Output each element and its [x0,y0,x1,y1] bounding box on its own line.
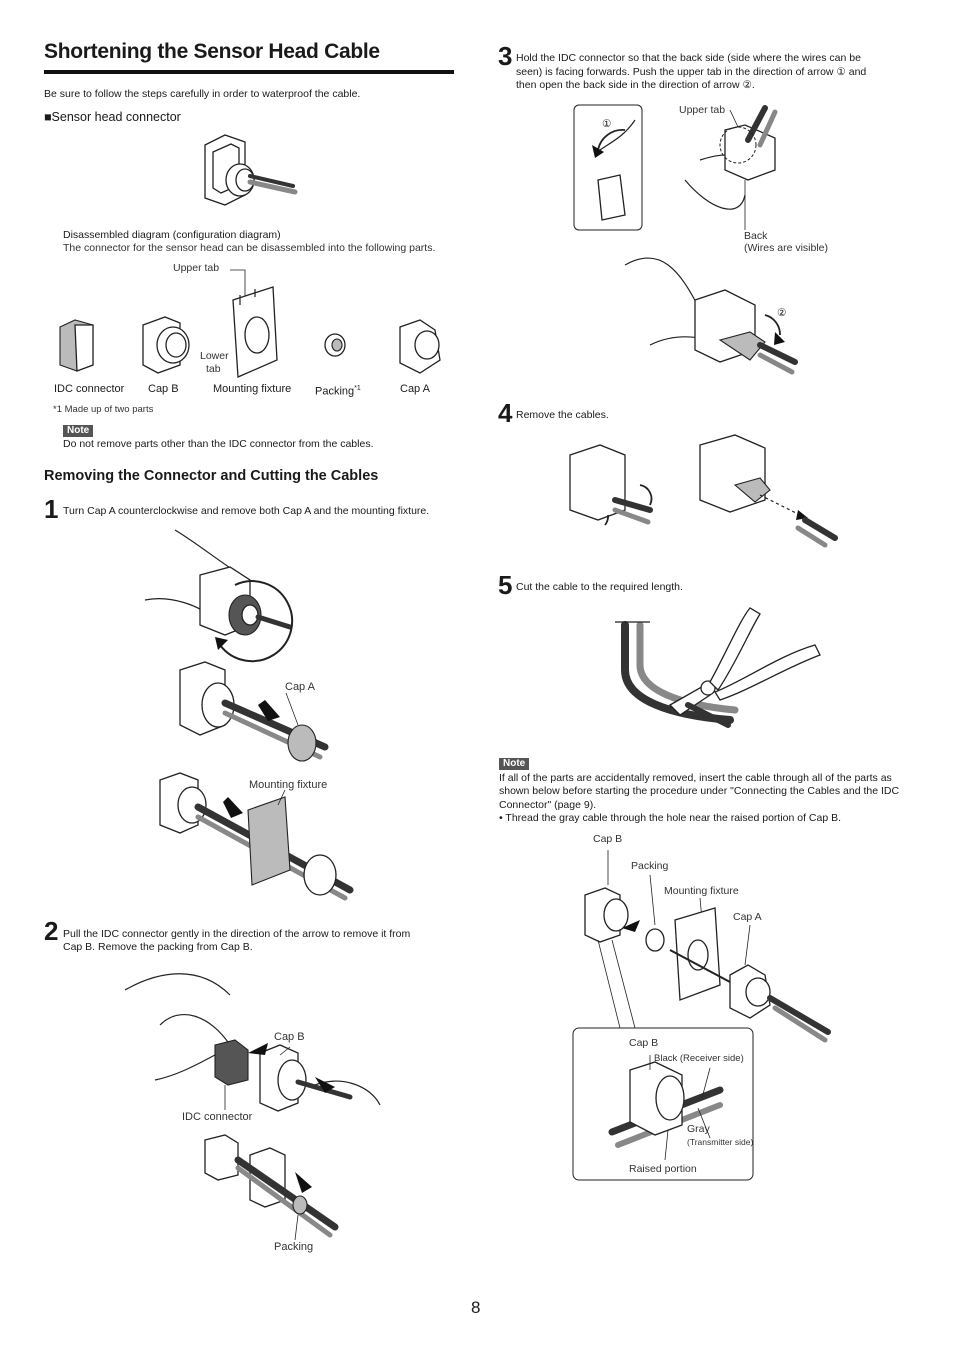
sensor-head-connector-illustration [204,134,298,206]
detail-label-gray: Gray [687,1123,710,1135]
step2-label-idc: IDC connector [182,1111,253,1123]
step5-number: 5 [498,570,513,600]
step3-text-1: Hold the IDC connector so that the back … [516,52,861,64]
packing-footnote-mark: *1 [354,385,361,392]
step3-label-upper-tab: Upper tab [679,104,726,116]
step2-text-1: Pull the IDC connector gently in the dir… [63,928,411,940]
page-title: Shortening the Sensor Head Cable [44,40,380,63]
step3-number: 3 [498,41,513,71]
lower-tab-label-1: Lower [200,350,229,362]
step4-text: Remove the cables. [516,409,609,421]
step3-illustration [573,104,798,375]
part-label-idc: IDC connector [54,383,125,395]
part-label-cap-a: Cap A [400,383,430,395]
step1-label-cap-a: Cap A [285,681,315,693]
title-rule [44,70,454,74]
step3-label-back: Back [744,230,768,242]
step1-label-mounting: Mounting fixture [249,779,328,791]
disassembled-heading: Disassembled diagram (configuration diag… [63,229,281,241]
step3-label-circle1: ① [602,118,612,130]
note2-line2: shown below before starting the procedur… [499,785,900,797]
step4-number: 4 [498,398,513,428]
note-text-1: Do not remove parts other than the IDC c… [63,438,374,450]
note2-label-cap-b: Cap B [593,833,623,845]
intro-text: Be sure to follow the steps carefully in… [44,88,361,100]
upper-tab-label: Upper tab [173,262,220,274]
detail-label-raised: Raised portion [629,1163,697,1175]
note-badge-1: Note [63,425,94,437]
part-label-mounting: Mounting fixture [213,383,292,395]
step3-text-2: seen) is facing forwards. Push the upper… [516,66,867,78]
note2-label-cap-a: Cap A [733,911,762,923]
step5-text: Cut the cable to the required length. [516,581,683,593]
note2-line1: If all of the parts are accidentally rem… [499,772,892,784]
note2-illustration [572,850,831,1181]
step3-text-3: then open the back side in the direction… [516,79,755,91]
step1-text: Turn Cap A counterclockwise and remove b… [63,505,430,517]
page-number: 8 [471,1298,481,1317]
step2-illustration [124,973,381,1241]
section-heading: Removing the Connector and Cutting the C… [44,468,379,484]
note-badge-2: Note [499,758,530,770]
step4-illustration [569,434,838,548]
sensor-head-connector-label: ■Sensor head connector [44,110,181,124]
note2-label-packing: Packing [631,860,669,872]
step5-illustration [615,607,821,728]
parts-illustration [59,269,441,378]
step2-text-2: Cap B. Remove the packing from Cap B. [63,941,253,953]
note2-line3: Connector" (page 9). [499,799,597,811]
step2-label-packing: Packing [274,1241,314,1253]
detail-label-cap-b: Cap B [629,1037,659,1049]
disassembled-desc: The connector for the sensor head can be… [63,242,436,254]
step1-illustration [144,529,354,901]
part-label-packing: Packing*1 [315,385,361,398]
detail-label-transmitter: (Transmitter side) [687,1137,754,1147]
step2-label-cap-b: Cap B [274,1031,305,1043]
note2-line4: • Thread the gray cable through the hole… [499,812,842,824]
note2-label-mounting: Mounting fixture [664,885,739,897]
footnote: *1 Made up of two parts [53,404,154,415]
step3-label-circle2: ② [777,307,787,319]
step2-number: 2 [44,916,59,946]
part-label-cap-b: Cap B [148,383,179,395]
step3-label-wires: (Wires are visible) [744,242,829,254]
lower-tab-label-2: tab [206,363,221,375]
step1-number: 1 [44,494,59,524]
detail-label-black: Black (Receiver side) [654,1053,744,1064]
